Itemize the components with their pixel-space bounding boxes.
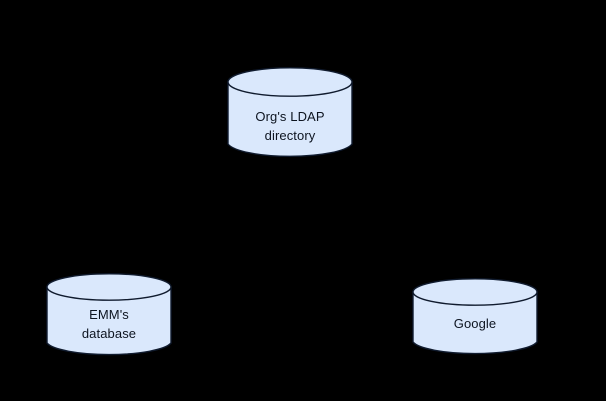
node-emm-database[interactable]: EMM's database xyxy=(46,273,172,357)
cylinder-shape-emm xyxy=(46,273,172,356)
node-ldap-directory[interactable]: Org's LDAP directory xyxy=(227,67,353,159)
node-google[interactable]: Google xyxy=(412,278,538,356)
cylinder-shape-ldap xyxy=(227,67,353,158)
cylinder-shape-google xyxy=(412,278,538,355)
